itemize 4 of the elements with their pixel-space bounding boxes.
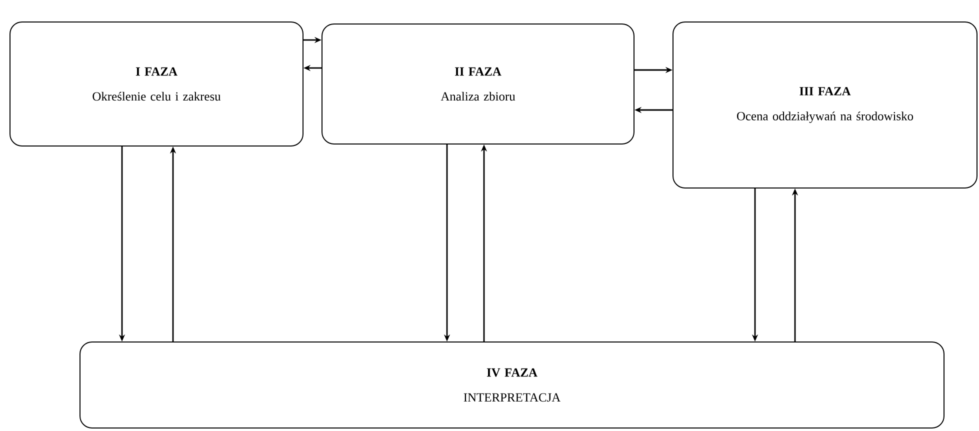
process-box: III FAZA Ocena oddziaływań na środowisko: [672, 22, 978, 188]
process-box: II FAZA Analiza zbioru: [322, 24, 634, 144]
process-box: IV FAZA INTERPRETACJA: [80, 342, 945, 428]
process-box: I FAZA Określenie celu i zakresu: [10, 22, 304, 146]
